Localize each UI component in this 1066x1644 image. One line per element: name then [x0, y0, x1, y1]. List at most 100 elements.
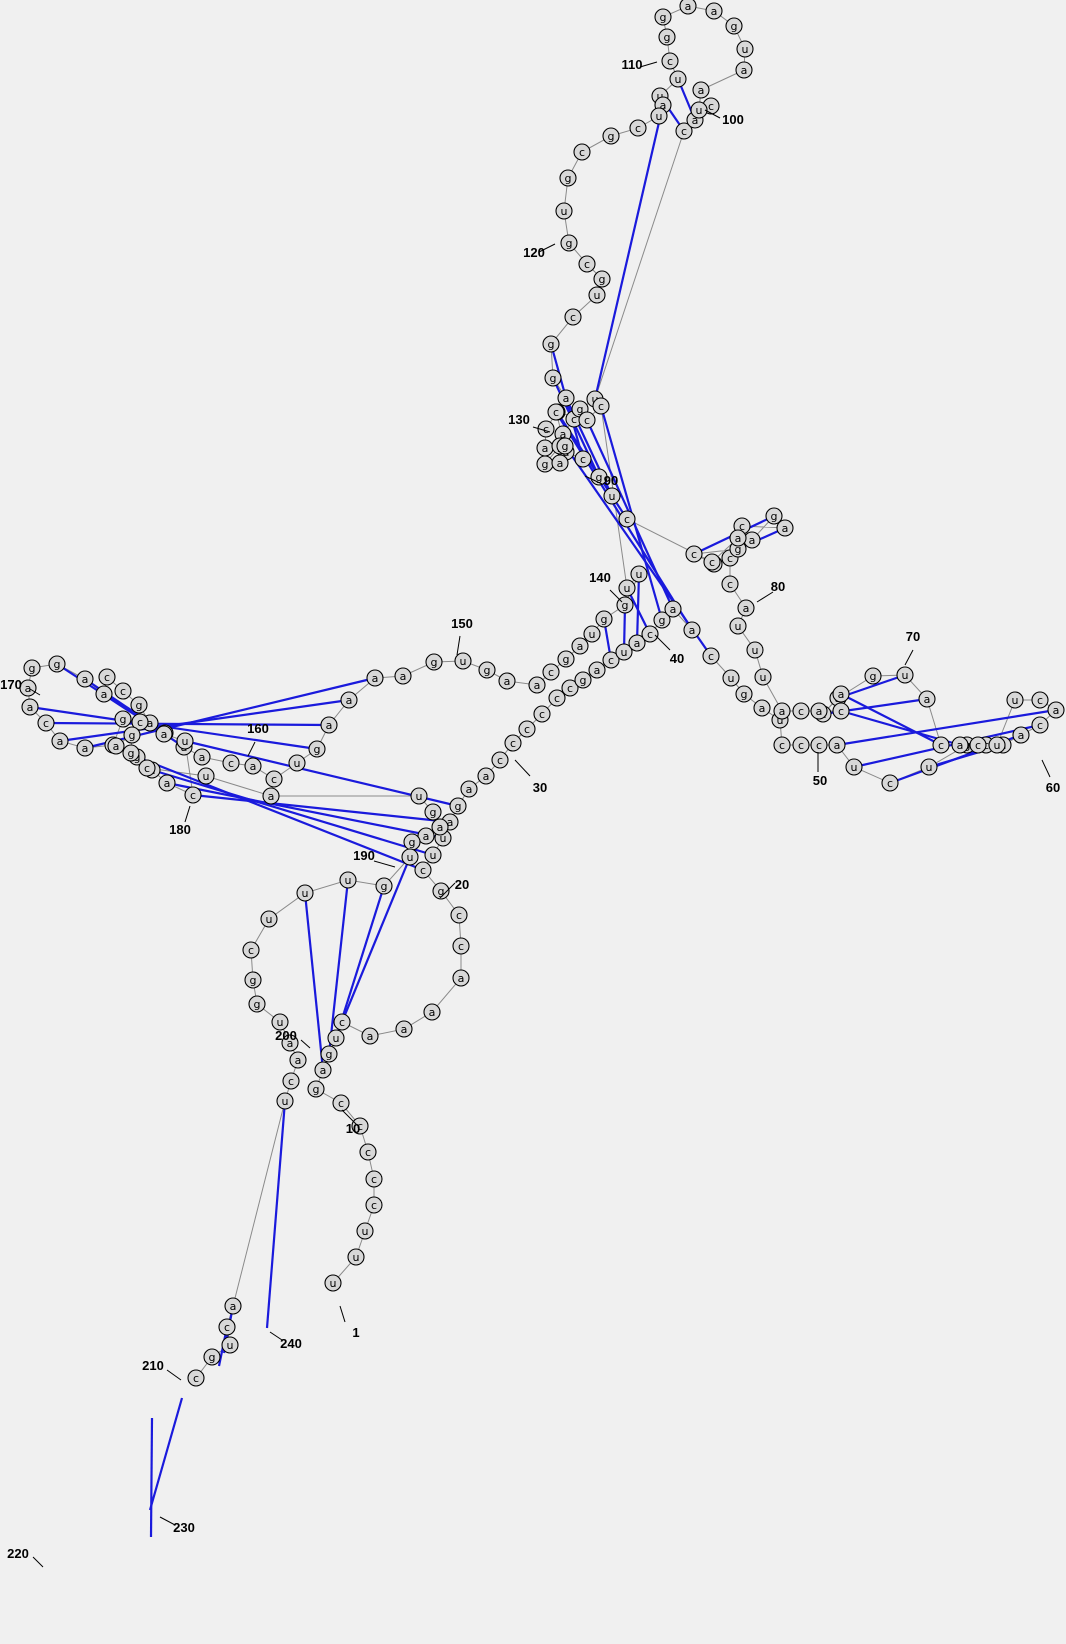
nucleotide-circle [578, 255, 596, 273]
nucleotide-circle [51, 732, 69, 750]
nucleotide-circle [262, 787, 280, 805]
nucleotide-letter: a [689, 624, 696, 637]
nucleotide-circle [138, 759, 156, 777]
nucleotide-letter: u [728, 672, 735, 685]
nucleotide-circle [423, 1003, 441, 1021]
nucleotide-letter: g [542, 458, 549, 471]
nucleotide-circle [588, 661, 606, 679]
nucleotide-196: a [431, 818, 449, 836]
nucleotide-183: u [176, 732, 194, 750]
nucleotide-circle [114, 710, 132, 728]
nucleotide-214: u [221, 1336, 239, 1354]
nucleotide-letter: g [659, 614, 666, 627]
nucleotide-letter: u [302, 887, 309, 900]
nucleotide-53: c [881, 774, 899, 792]
nucleotide-circle [359, 1143, 377, 1161]
nucleotide-circle [736, 40, 754, 58]
nucleotide-letter: c [635, 122, 641, 135]
nucleotide-letter: u [675, 73, 682, 86]
nucleotide-letter: c [779, 739, 785, 752]
nucleotide-68: u [896, 666, 914, 684]
nucleotide-168: c [114, 682, 132, 700]
position-label-210: 210 [142, 1358, 164, 1373]
nucleotide-circle [184, 786, 202, 804]
nucleotide-170: a [95, 685, 113, 703]
nucleotide-174: a [19, 679, 37, 697]
nucleotide-circle [504, 734, 522, 752]
nucleotide-circle [537, 420, 555, 438]
nucleotide-letter: g [209, 1351, 216, 1364]
nucleotide-circle [332, 1094, 350, 1112]
nucleotide-circle [37, 714, 55, 732]
position-label-60: 60 [1046, 780, 1060, 795]
position-label-170: 170 [0, 677, 22, 692]
nucleotide-letter: a [670, 603, 677, 616]
nucleotide-124: c [578, 255, 596, 273]
position-label-90: 90 [604, 473, 618, 488]
nucleotide-28: c [491, 751, 509, 769]
nucleotide-66: c [932, 736, 950, 754]
nucleotide-letter: a [557, 457, 564, 470]
nucleotide-216: c [187, 1369, 205, 1387]
nucleotide-letter: g [622, 599, 629, 612]
label-tick-190 [373, 860, 396, 868]
nucleotide-58: a [1012, 726, 1030, 744]
nucleotide-circle [583, 625, 601, 643]
nucleotide-17: a [452, 969, 470, 987]
nucleotide-73: c [832, 702, 850, 720]
nucleotide-circle [690, 101, 708, 119]
nucleotide-circle [478, 661, 496, 679]
nucleotide-27: a [477, 767, 495, 785]
label-tick-80 [756, 591, 774, 603]
nucleotide-41: a [664, 600, 682, 618]
nucleotide-circle [395, 1020, 413, 1038]
nucleotide-letter: g [870, 670, 877, 683]
nucleotide-letter: u [1012, 694, 1019, 707]
nucleotide-letter: c [524, 723, 530, 736]
nucleotide-67: a [918, 690, 936, 708]
nucleotide-21: c [414, 861, 432, 879]
nucleotide-letter: a [82, 673, 89, 686]
nucleotide-199: u [401, 848, 419, 866]
nucleotide-layer: uuucccccgagucaaaaccgcuuagaaccccccgacuacg… [19, 0, 1065, 1387]
nucleotide-letter: u [182, 735, 189, 748]
nucleotide-letter: u [333, 1032, 340, 1045]
nucleotide-letter: u [742, 43, 749, 56]
nucleotide-188: a [107, 737, 125, 755]
base-pair-43-137 [564, 445, 712, 657]
nucleotide-31: c [533, 705, 551, 723]
nucleotide-145: u [583, 625, 601, 643]
nucleotide-65: a [951, 736, 969, 754]
nucleotide-letter: c [193, 1372, 199, 1385]
label-tick-70 [904, 649, 914, 666]
nucleotide-6: c [359, 1143, 377, 1161]
nucleotide-letter: u [760, 671, 767, 684]
nucleotide-letter: a [57, 735, 64, 748]
nucleotide-148: c [542, 663, 560, 681]
position-label-220: 220 [7, 1546, 29, 1561]
nucleotide-letter: a [685, 0, 692, 13]
nucleotide-circle [602, 651, 620, 669]
position-label-1: 1 [352, 1325, 359, 1340]
nucleotide-circle [722, 669, 740, 687]
nucleotide-circle [347, 1248, 365, 1266]
nucleotide-letter: a [346, 694, 353, 707]
nucleotide-111: g [654, 8, 672, 26]
nucleotide-letter: g [430, 806, 437, 819]
position-label-120: 120 [523, 245, 545, 260]
nucleotide-176: c [37, 714, 55, 732]
label-tick-180 [184, 805, 191, 823]
nucleotide-32: c [548, 689, 566, 707]
nucleotide-59: c [1031, 716, 1049, 734]
nucleotide-64: c [969, 736, 987, 754]
nucleotide-letter: g [664, 31, 671, 44]
nucleotide-93: u [603, 487, 621, 505]
nucleotide-45: g [735, 685, 753, 703]
nucleotide-letter: u [696, 104, 703, 117]
nucleotide-letter: u [266, 913, 273, 926]
nucleotide-circle [559, 169, 577, 187]
nucleotide-63: u [988, 736, 1006, 754]
nucleotide-213: c [218, 1318, 236, 1336]
